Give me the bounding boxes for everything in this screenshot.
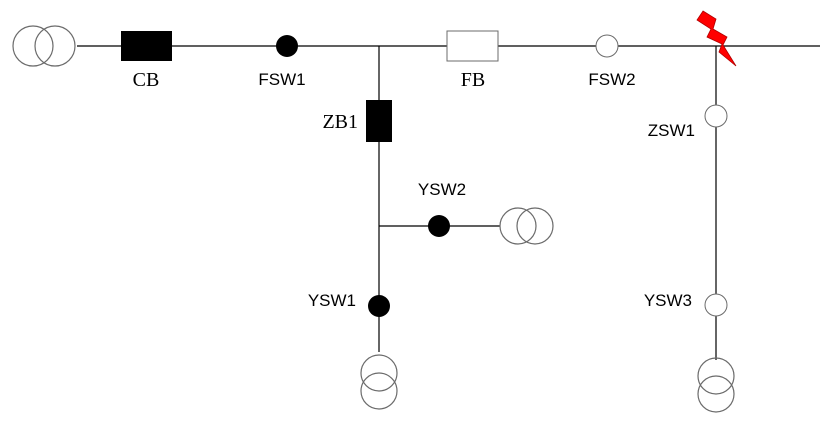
switch-fsw2 [595, 34, 619, 58]
switch-zsw1 [704, 104, 728, 128]
switch-ysw1 [368, 295, 390, 317]
label-ysw3: YSW3 [644, 291, 692, 310]
source-transformer-icon [12, 25, 76, 67]
label-ysw1: YSW1 [308, 291, 356, 310]
label-fsw1: FSW1 [258, 70, 305, 89]
label-fsw2: FSW2 [588, 70, 635, 89]
circuit-breaker-cb [121, 31, 172, 61]
lightning-bolt-icon [696, 10, 737, 67]
label-zsw1: ZSW1 [648, 121, 695, 140]
switch-ysw2 [428, 215, 450, 237]
load-transformer-ysw2-icon [499, 207, 554, 245]
label-fb: FB [461, 69, 485, 91]
label-ysw2: YSW2 [418, 180, 466, 199]
label-cb: CB [133, 69, 160, 91]
switch-fsw1 [276, 35, 298, 57]
switch-ysw3 [704, 293, 728, 317]
breaker-fb [446, 30, 499, 62]
label-zb1: ZB1 [322, 111, 358, 133]
breaker-zb1 [366, 100, 392, 142]
load-transformer-ysw1-icon [360, 354, 398, 410]
load-transformer-ysw3-icon [697, 357, 735, 413]
